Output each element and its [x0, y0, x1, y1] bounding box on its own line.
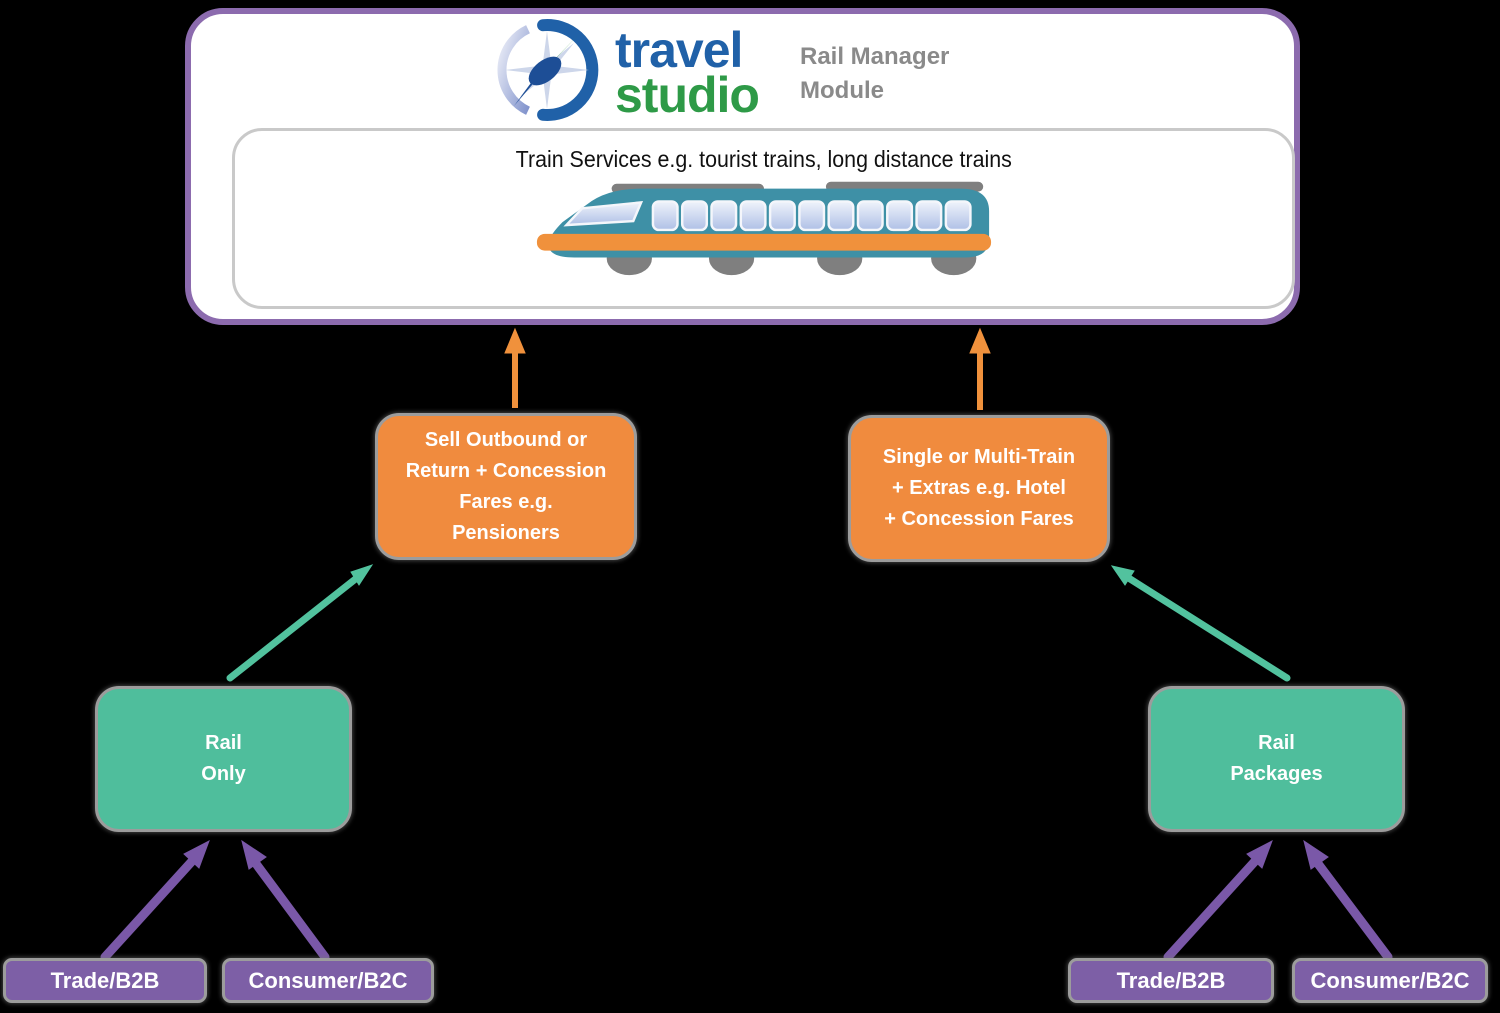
- node-line: Single or Multi-Train: [882, 446, 1076, 468]
- node-label: Trade/B2B: [1116, 967, 1226, 993]
- node-label: Consumer/B2C: [1310, 967, 1470, 993]
- node-single-multi-train: Single or Multi-Train + Extras e.g. Hote…: [848, 415, 1110, 562]
- node-sell-outbound: Sell Outbound or Return + Concession Far…: [375, 413, 637, 560]
- node-label: Consumer/B2C: [248, 967, 408, 993]
- arrow-consumer-b2c-left-to-rail-only: [241, 839, 330, 962]
- node-line: Sell Outbound or: [424, 428, 588, 451]
- node-rail-packages: Rail Packages: [1148, 686, 1405, 832]
- arrow-trade-b2b-right-to-rail-packages: [1163, 839, 1273, 962]
- node-line: Rail: [1258, 732, 1295, 754]
- node-line: Return + Concession: [405, 459, 607, 482]
- node-line: Pensioners: [452, 521, 560, 544]
- node-line: Packages: [1230, 763, 1323, 785]
- rail-manager-module-box: travel studio Rail Manager Module Train …: [185, 8, 1300, 325]
- node-trade-b2b-right: Trade/B2B: [1068, 958, 1274, 1003]
- node-line: Rail: [205, 732, 242, 754]
- node-line: Only: [201, 763, 246, 785]
- logo-word-travel: travel: [615, 22, 743, 78]
- train-services-title: Train Services e.g. tourist trains, long…: [515, 146, 1012, 172]
- arrow-single-to-module: [969, 327, 991, 410]
- arrow-rail-only-to-sell: [226, 564, 374, 682]
- node-label: Trade/B2B: [50, 967, 160, 993]
- train-services-box: Train Services e.g. tourist trains, long…: [232, 128, 1295, 309]
- travel-studio-logo-icon: [497, 19, 599, 121]
- node-consumer-b2c-right: Consumer/B2C: [1292, 958, 1488, 1003]
- module-label: Rail Manager Module: [800, 40, 949, 108]
- logo-wordmark: travel studio: [615, 22, 760, 123]
- module-label-line1: Rail Manager: [800, 43, 950, 70]
- arrow-rail-packages-to-single: [1110, 565, 1291, 682]
- node-line: Fares e.g.: [459, 490, 553, 513]
- node-line: + Extras e.g. Hotel: [892, 477, 1066, 499]
- node-trade-b2b-left: Trade/B2B: [3, 958, 207, 1003]
- logo-word-studio: studio: [615, 67, 760, 123]
- node-consumer-b2c-left: Consumer/B2C: [222, 958, 434, 1003]
- arrow-trade-b2b-left-to-rail-only: [100, 839, 210, 962]
- module-label-line2: Module: [800, 77, 884, 104]
- train-icon: [536, 181, 991, 276]
- arrow-sell-to-module: [504, 327, 526, 408]
- node-rail-only: Rail Only: [95, 686, 352, 832]
- arrow-consumer-b2c-right-to-rail-packages: [1303, 839, 1393, 962]
- node-line: + Concession Fares: [884, 508, 1074, 530]
